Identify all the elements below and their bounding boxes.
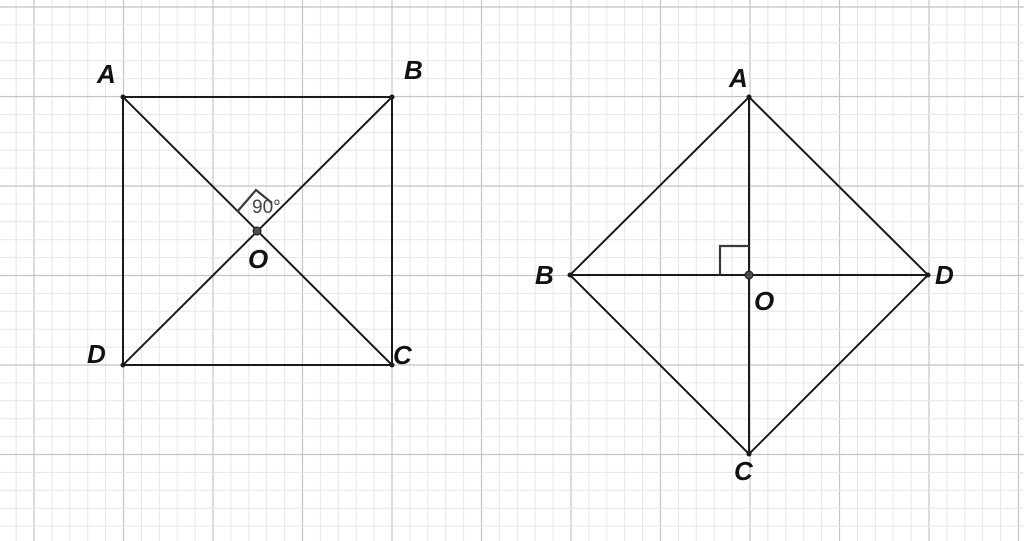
vertex-b-right-point <box>567 272 573 278</box>
angle-label-90: 90° <box>252 197 281 218</box>
vertex-c-right-point <box>746 451 752 457</box>
vertex-c-left-point <box>389 362 395 368</box>
vertex-a-left-point <box>120 94 126 100</box>
vertex-d-right-point <box>925 272 931 278</box>
vertex-d-left-point <box>120 362 126 368</box>
center-o-left-point <box>252 226 262 236</box>
vertex-label-b-right: B <box>535 260 554 290</box>
vertex-label-d-left: D <box>87 339 106 369</box>
right-angle-marker-right <box>718 244 749 275</box>
vertex-label-d-right: D <box>935 260 954 290</box>
center-label-o-left: O <box>248 244 268 274</box>
vertex-a-right-point <box>746 94 752 100</box>
center-label-o-right: O <box>754 286 774 316</box>
right-angle-marker-left <box>236 188 273 213</box>
square-left: 90° A B C D O <box>87 55 423 370</box>
square-right: A B C D O <box>535 63 954 486</box>
vertex-label-c-right: C <box>734 456 754 486</box>
vertex-label-a-right: A <box>728 63 748 93</box>
center-o-right-point <box>744 270 754 280</box>
vertex-label-c-left: C <box>393 340 413 370</box>
vertex-b-left-point <box>389 94 395 100</box>
vertex-label-b-left: B <box>404 55 423 85</box>
vertex-label-a-left: A <box>96 59 116 89</box>
